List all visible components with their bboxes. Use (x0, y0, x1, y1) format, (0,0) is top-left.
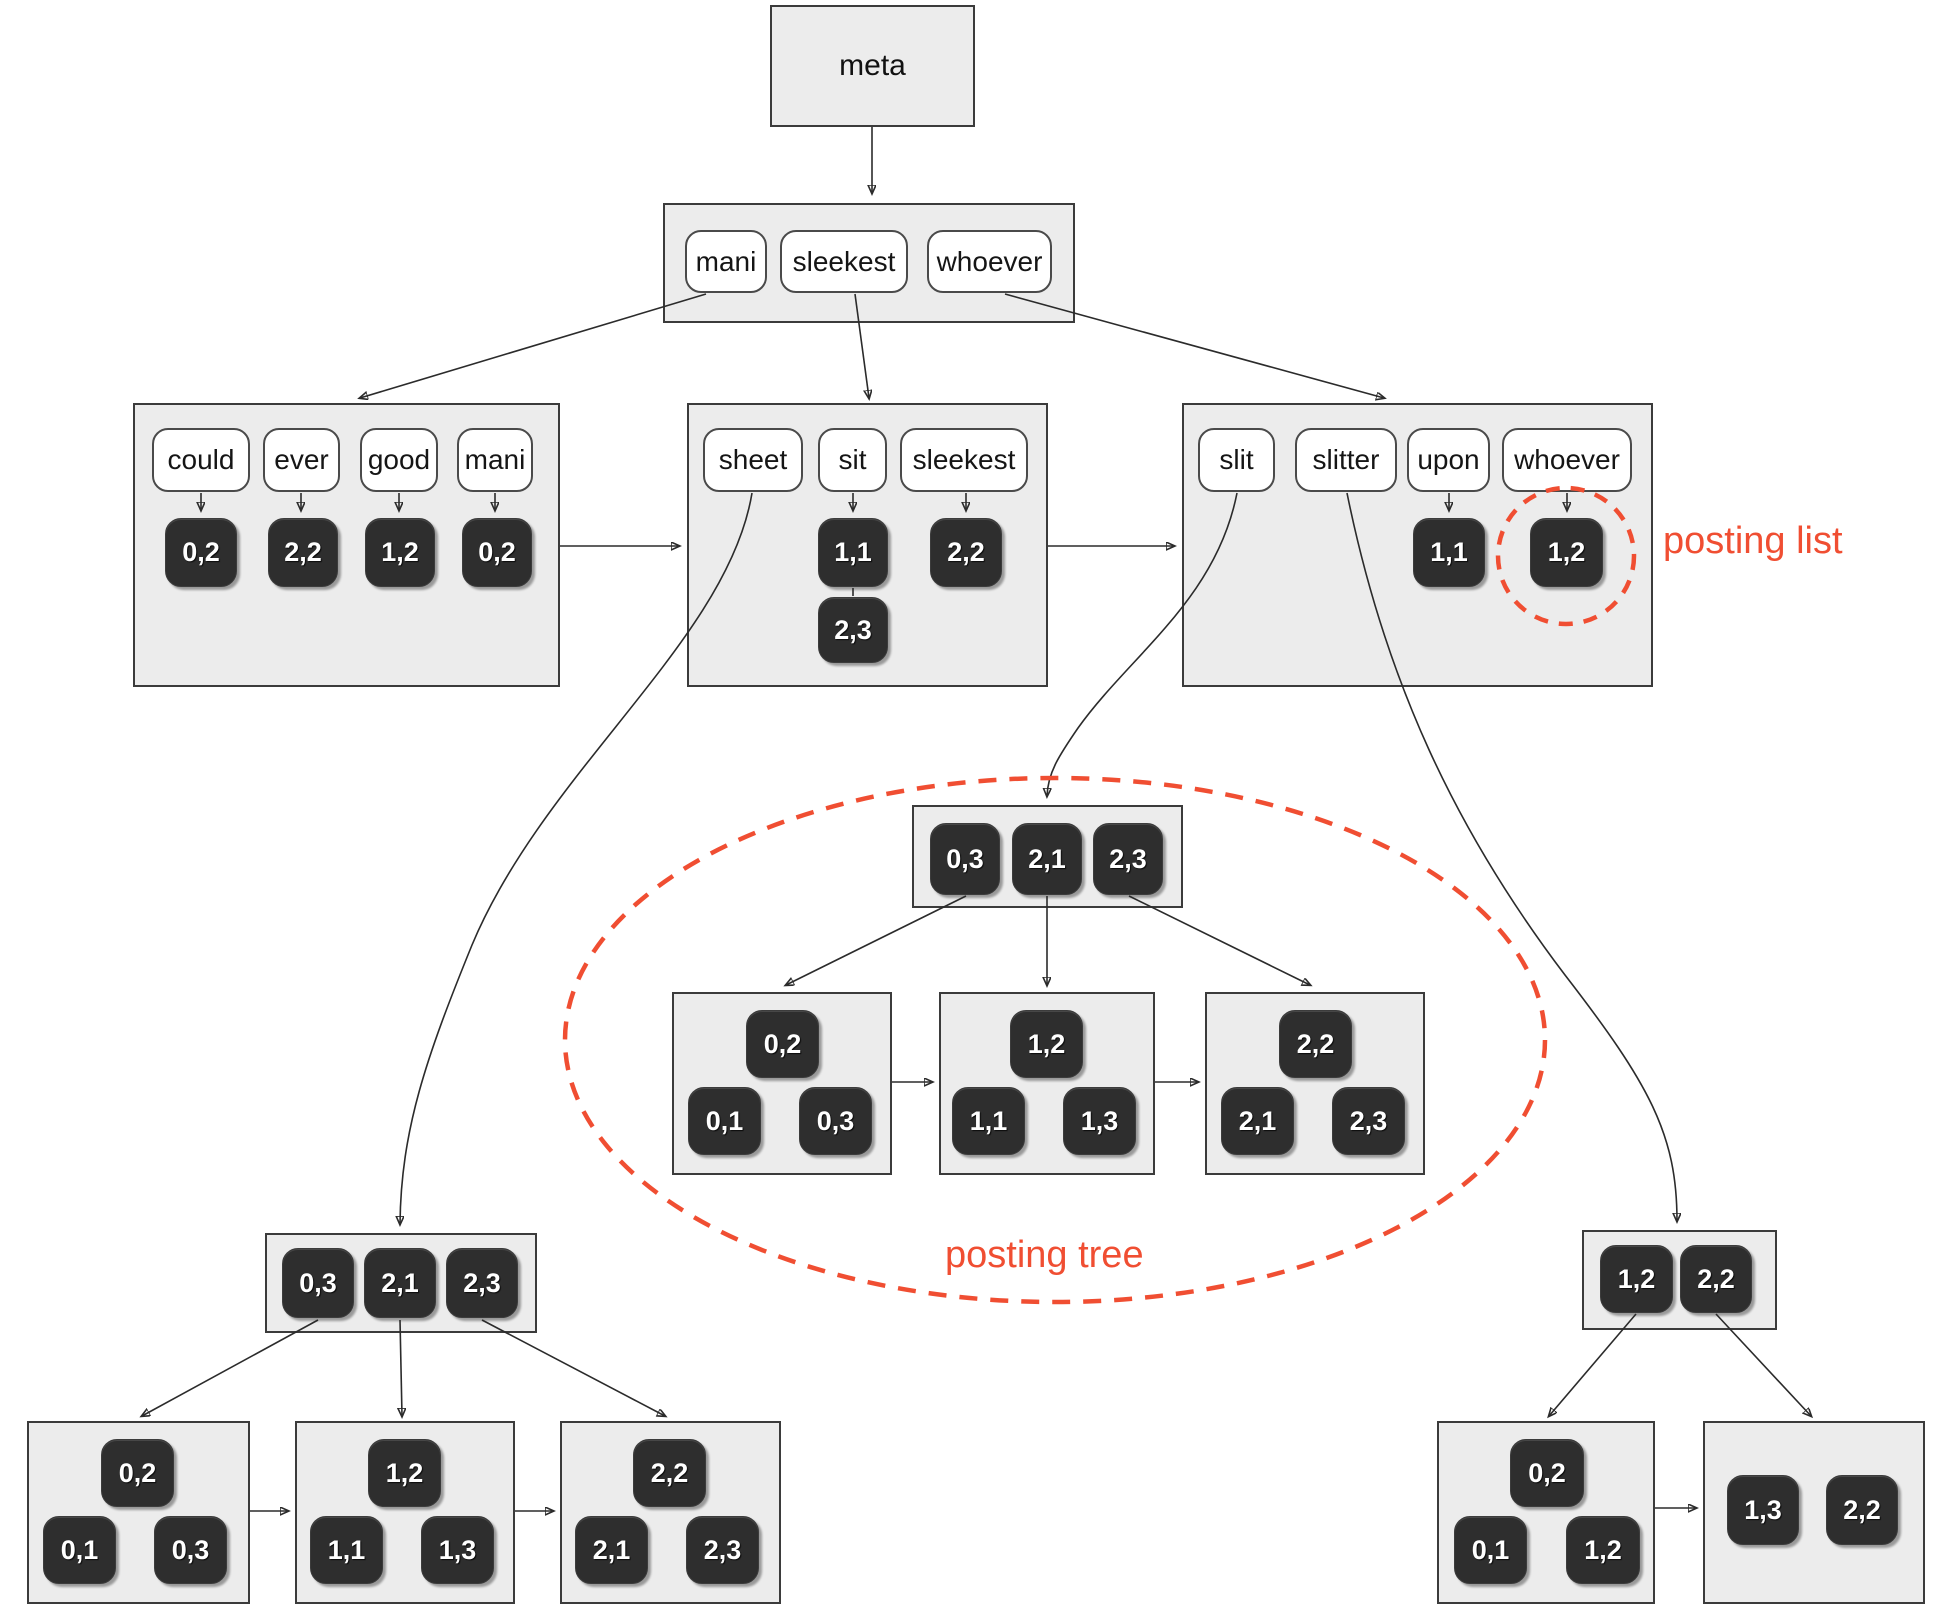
pt-center-leaf3-top: 2,2 (1279, 1010, 1352, 1078)
posting-list-label: posting list (1663, 520, 1843, 562)
posting-sit-2: 2,3 (818, 597, 888, 663)
pt-left-leaf2-b2: 1,3 (421, 1516, 494, 1584)
pt-right-root-key: 2,2 (1680, 1245, 1752, 1313)
pt-right-leaf1-top: 0,2 (1510, 1439, 1584, 1507)
entry-key-slit: slit (1198, 428, 1275, 492)
arrow-center-root-leaf3 (1128, 895, 1310, 985)
pt-left-root-key: 0,3 (282, 1248, 354, 1318)
pt-center-root-key: 2,1 (1012, 823, 1082, 895)
posting-ever: 2,2 (268, 518, 338, 587)
pt-left-leaf1-b2: 0,3 (154, 1516, 227, 1584)
pt-center-leaf3-b2: 2,3 (1332, 1087, 1405, 1155)
entry-key-slitter: slitter (1295, 428, 1397, 492)
entry-key-mani: mani (457, 428, 533, 492)
entry-key-upon: upon (1407, 428, 1490, 492)
posting-sleekest: 2,2 (930, 518, 1002, 587)
pt-left-leaf2-top: 1,2 (368, 1439, 441, 1507)
arrow-left-root-leaf2 (400, 1319, 402, 1416)
entry-key-could: could (152, 428, 250, 492)
posting-whoever: 1,2 (1530, 518, 1603, 587)
pt-right-leaf2-k1: 1,3 (1727, 1475, 1799, 1545)
pt-left-leaf2-b1: 1,1 (310, 1516, 383, 1584)
meta-page-box: meta (770, 5, 975, 127)
posting-upon: 1,1 (1413, 518, 1485, 587)
posting-could: 0,2 (165, 518, 237, 587)
entry-key-ever: ever (263, 428, 340, 492)
pt-right-root-key: 1,2 (1600, 1245, 1673, 1313)
entry-key-sleekest: sleekest (900, 428, 1028, 492)
entry-key-sheet: sheet (703, 428, 803, 492)
pt-left-root-key: 2,3 (446, 1248, 518, 1318)
arrow-center-root-leaf1 (786, 895, 967, 985)
pt-left-leaf3-b2: 2,3 (686, 1516, 759, 1584)
posting-mani: 0,2 (462, 518, 532, 587)
pt-left-leaf1-top: 0,2 (101, 1439, 174, 1507)
pt-left-root-key: 2,1 (364, 1248, 436, 1318)
posting-sit-1: 1,1 (818, 518, 888, 587)
pt-center-leaf2-top: 1,2 (1010, 1010, 1083, 1078)
pt-left-leaf3-b1: 2,1 (575, 1516, 648, 1584)
arrow-mani-to-left-leaf (360, 293, 707, 398)
pt-center-root-key: 0,3 (930, 823, 1000, 895)
arrow-left-root-leaf1 (142, 1319, 319, 1416)
entry-key-whoever: whoever (1502, 428, 1632, 492)
pt-center-leaf1-b2: 0,3 (799, 1087, 872, 1155)
pt-center-leaf1-b1: 0,1 (688, 1087, 761, 1155)
entry-key-good: good (360, 428, 438, 492)
pt-center-leaf3-b1: 2,1 (1221, 1087, 1294, 1155)
posting-tree-label: posting tree (945, 1234, 1144, 1276)
pt-right-leaf1-b2: 1,2 (1566, 1516, 1640, 1584)
pt-center-leaf2-b2: 1,3 (1063, 1087, 1136, 1155)
posting-good: 1,2 (365, 518, 435, 587)
entry-key-sit: sit (818, 428, 887, 492)
pt-left-leaf3-top: 2,2 (633, 1439, 706, 1507)
arrow-left-root-leaf3 (481, 1319, 665, 1416)
pt-right-leaf2-k2: 2,2 (1826, 1475, 1898, 1545)
entry-root-key-mani: mani (685, 230, 767, 293)
pt-center-root-key: 2,3 (1093, 823, 1163, 895)
pt-center-leaf1-top: 0,2 (746, 1010, 819, 1078)
pt-right-leaf1-b1: 0,1 (1454, 1516, 1527, 1584)
pt-center-leaf2-b1: 1,1 (952, 1087, 1025, 1155)
entry-root-key-sleekest: sleekest (780, 230, 908, 293)
pt-left-leaf1-b1: 0,1 (43, 1516, 116, 1584)
entry-root-key-whoever: whoever (927, 230, 1052, 293)
